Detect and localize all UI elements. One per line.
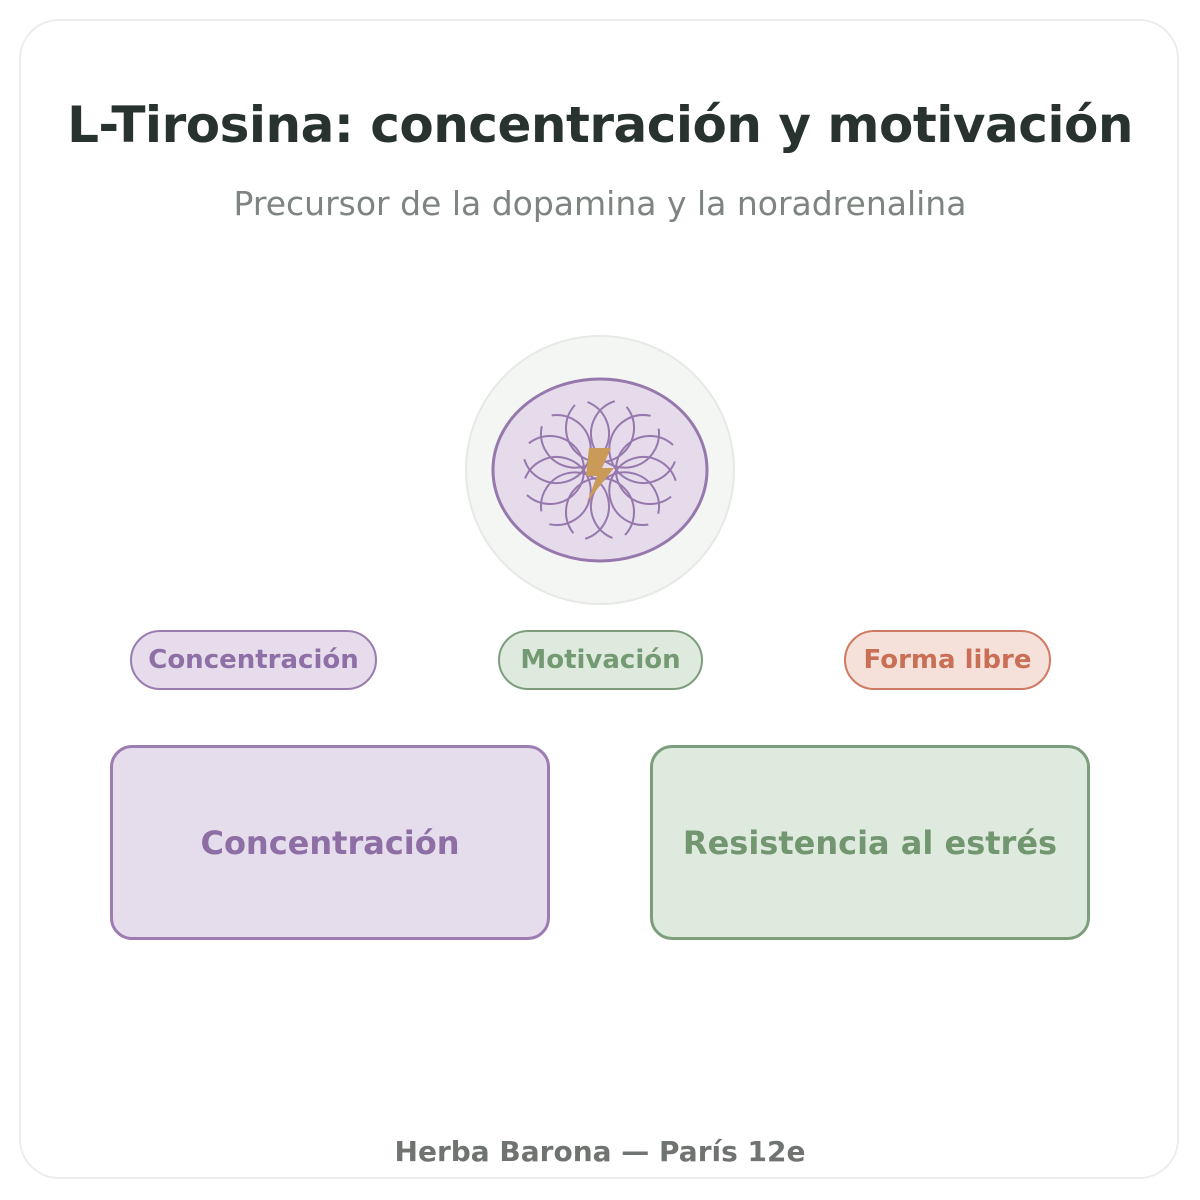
tag-concentracion: Concentración: [130, 630, 377, 690]
tag-motivacion: Motivación: [498, 630, 703, 690]
lightning-bolt-icon: [586, 448, 614, 502]
pattern-arc: [540, 471, 610, 540]
tag-forma-libre: Forma libre: [844, 630, 1051, 690]
pattern-arc: [590, 471, 660, 539]
benefit-card-concentracion: Concentración: [110, 745, 550, 940]
pattern-arc: [608, 414, 676, 484]
pattern-arc: [526, 435, 585, 505]
emblem-graphic: [465, 335, 735, 605]
footer-brand: Herba Barona — París 12e: [394, 1135, 806, 1168]
page-subtitle: Precursor de la dopamina y la noradrenal…: [233, 184, 967, 223]
benefit-card-resistencia-estres: Resistencia al estrés: [650, 745, 1090, 940]
page-title: L-Tirosina: concentración y motivación: [67, 96, 1133, 154]
molecule-emblem: [464, 334, 736, 606]
pattern-arc: [590, 400, 660, 469]
